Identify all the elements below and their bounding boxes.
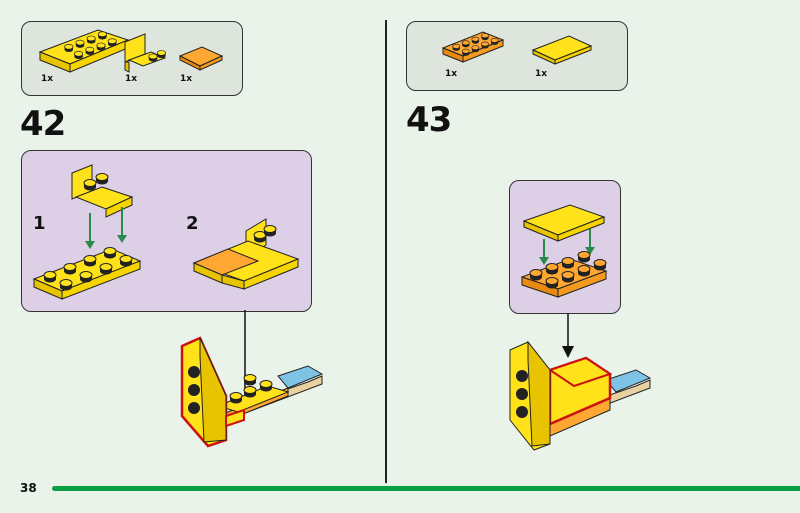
step-number: 42 bbox=[20, 104, 66, 144]
page-divider bbox=[385, 20, 387, 483]
substep-1-illustration bbox=[32, 164, 142, 300]
parts-list-step-42: 1x 1x 1x bbox=[21, 21, 243, 96]
step-number: 43 bbox=[406, 100, 452, 140]
progress-bar bbox=[52, 486, 800, 491]
yellow-bracket-icon bbox=[124, 33, 167, 73]
step-43-model-illustration bbox=[509, 340, 652, 451]
orange-tile-icon bbox=[178, 46, 224, 71]
orange-plate-2x4-icon bbox=[441, 31, 505, 63]
part-qty: 1x bbox=[445, 69, 458, 79]
page-number: 38 bbox=[20, 481, 37, 495]
substep-number: 1 bbox=[33, 213, 46, 234]
step-42-model-illustration bbox=[180, 336, 324, 448]
callout-illustration bbox=[520, 204, 608, 298]
substep-2-illustration bbox=[192, 218, 300, 290]
parts-list-step-43: 1x 1x bbox=[406, 21, 628, 91]
substep-callout bbox=[509, 180, 621, 314]
substep-number: 2 bbox=[186, 213, 199, 234]
part-qty: 1x bbox=[180, 74, 193, 84]
part-qty: 1x bbox=[125, 74, 138, 84]
yellow-tile-2x4-icon bbox=[531, 35, 593, 65]
substep-callout: 1 2 bbox=[21, 150, 312, 312]
yellow-plate-2x4-icon bbox=[38, 29, 130, 73]
part-qty: 1x bbox=[41, 74, 54, 84]
part-qty: 1x bbox=[535, 69, 548, 79]
